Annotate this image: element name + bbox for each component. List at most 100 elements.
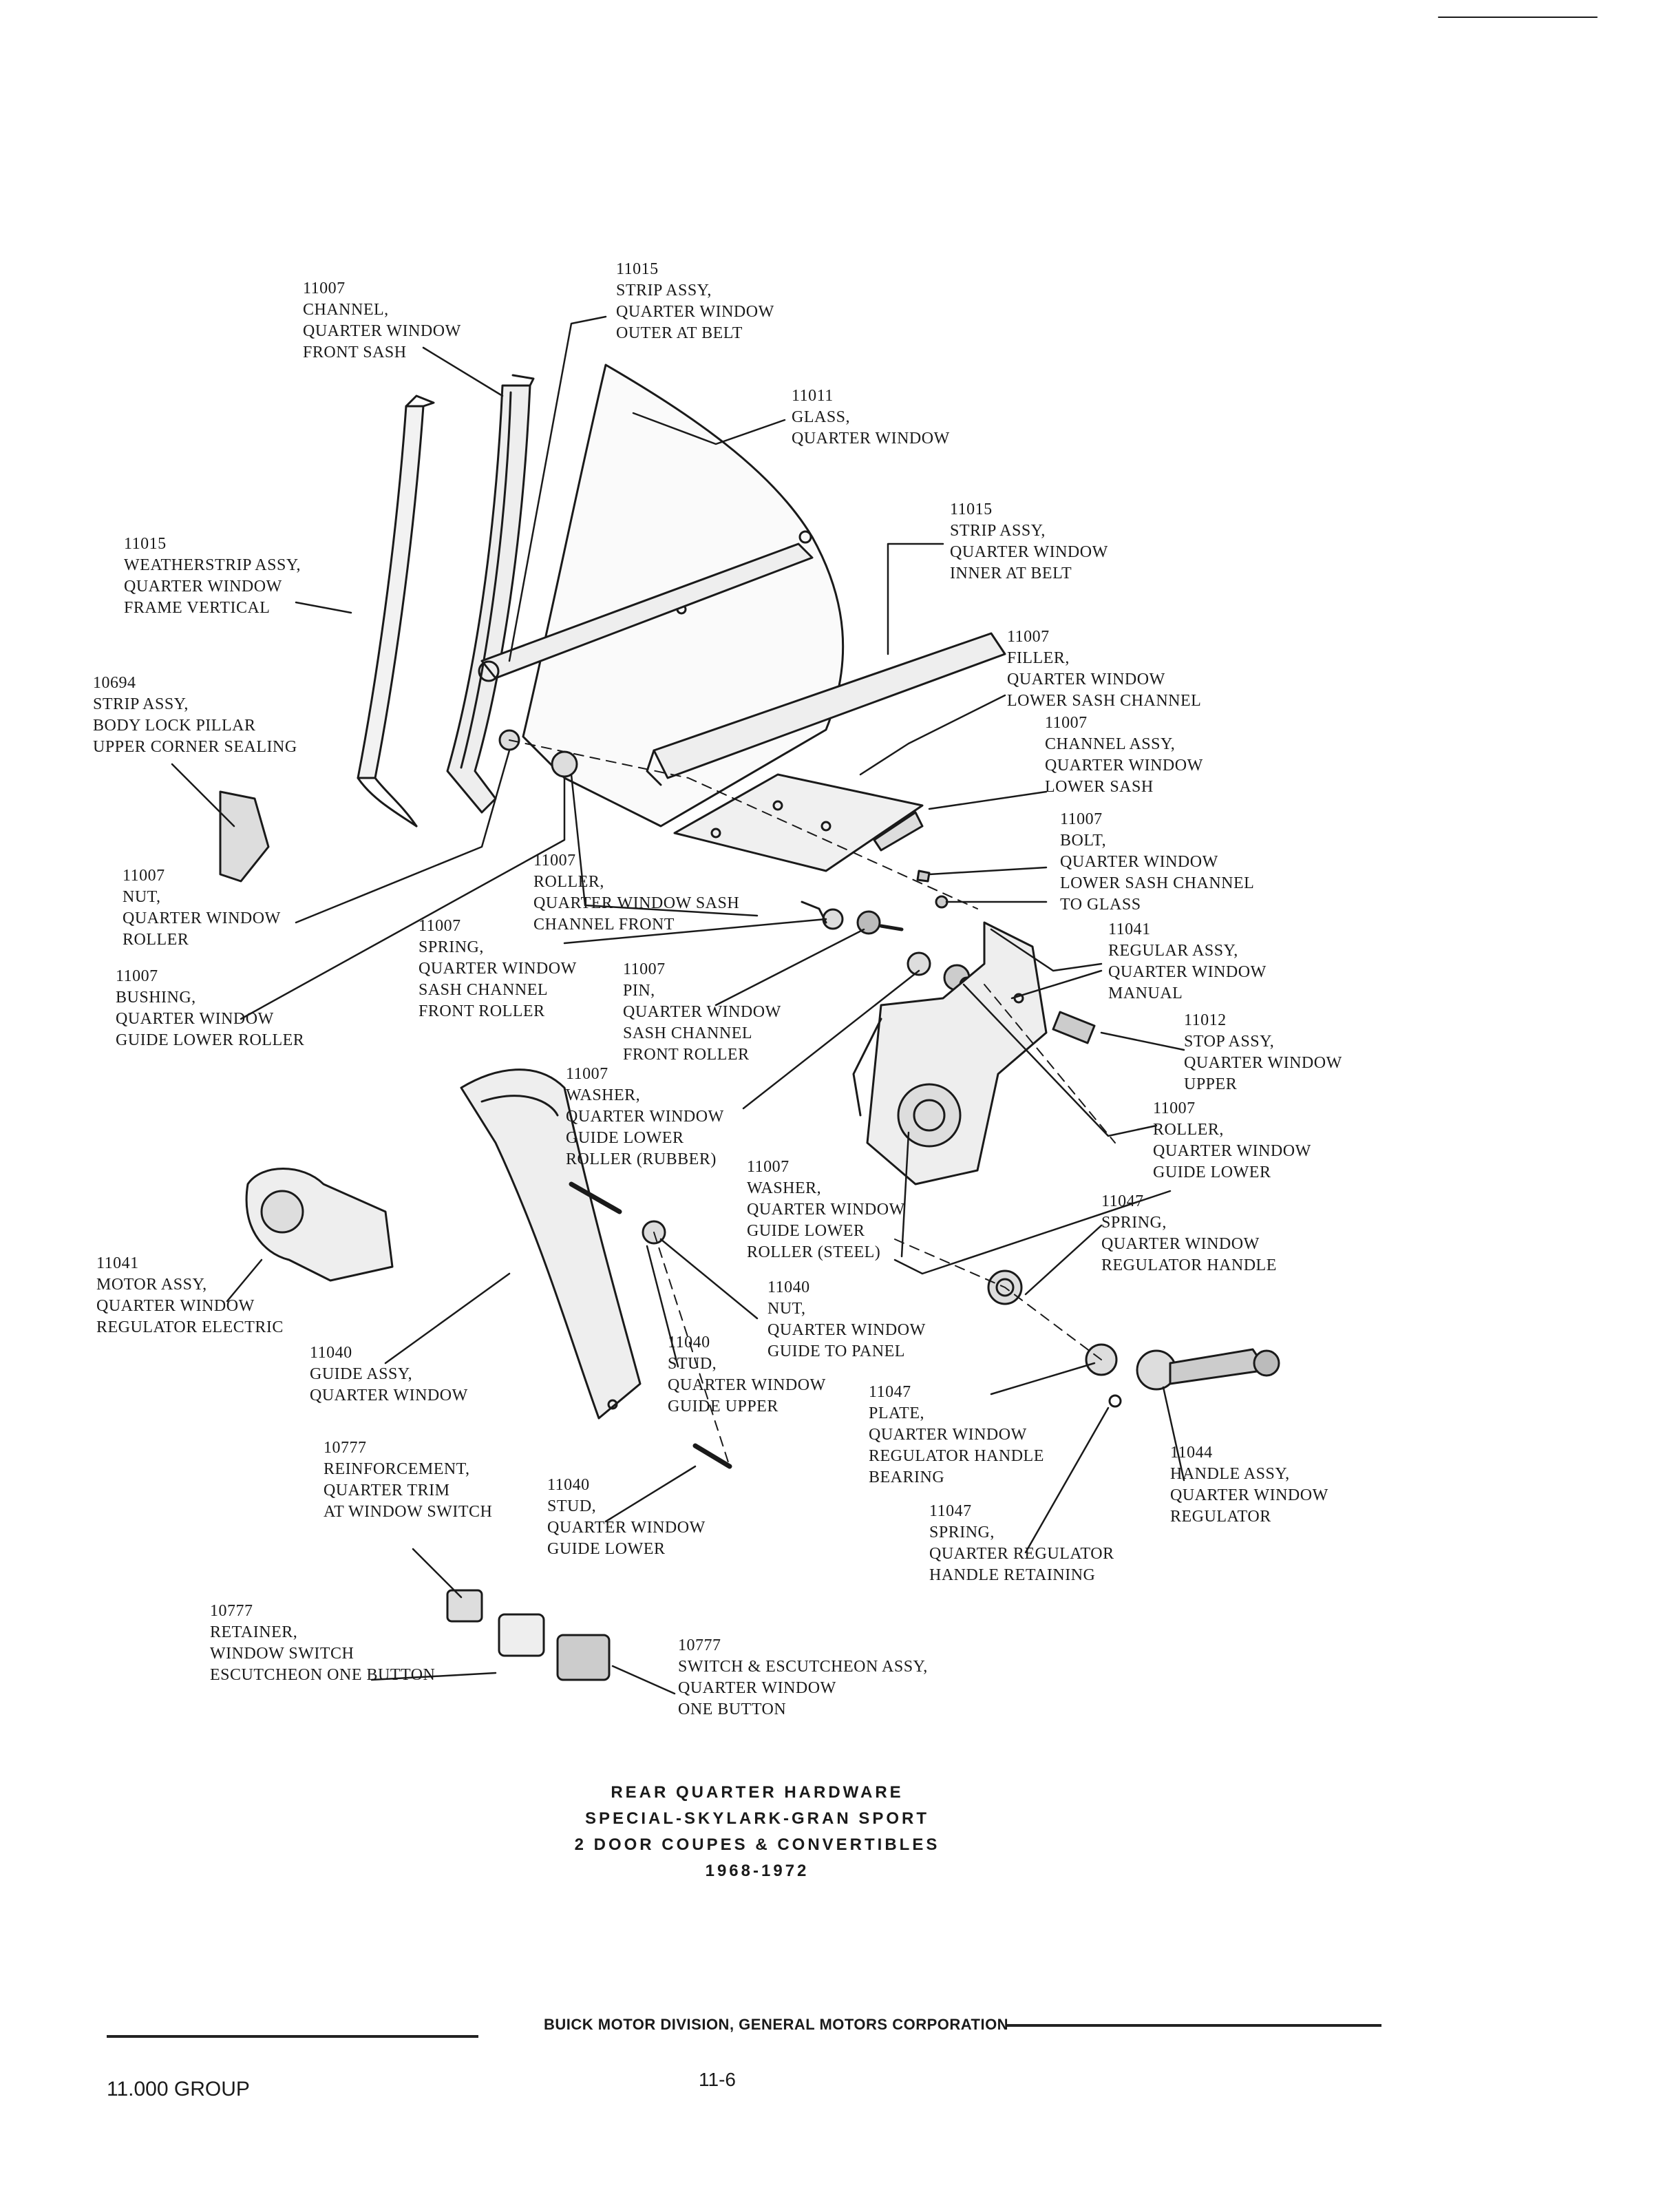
part-desc: SASH CHANNEL bbox=[419, 981, 549, 999]
part-desc: QUARTER WINDOW bbox=[419, 960, 577, 978]
part-name: BUSHING, bbox=[116, 989, 196, 1007]
part-desc: QUARTER WINDOW bbox=[124, 578, 282, 596]
part-number: 11047 bbox=[869, 1383, 911, 1401]
bushing-part bbox=[551, 750, 578, 778]
part-number: 10777 bbox=[324, 1439, 367, 1457]
part-desc: REGULATOR ELECTRIC bbox=[96, 1318, 284, 1336]
callout-pin: 11007 PIN, QUARTER WINDOW SASH CHANNEL F… bbox=[623, 959, 781, 1066]
part-name: PIN, bbox=[623, 982, 655, 1000]
part-number: 11011 bbox=[792, 387, 834, 405]
part-number: 11015 bbox=[124, 535, 167, 553]
part-desc: ROLLER bbox=[123, 931, 189, 949]
callout-lower-sash-channel: 11007 CHANNEL ASSY, QUARTER WINDOW LOWER… bbox=[1045, 713, 1203, 798]
callout-switch: 10777 SWITCH & ESCUTCHEON ASSY, QUARTER … bbox=[678, 1635, 928, 1720]
part-desc: QUARTER WINDOW bbox=[950, 543, 1108, 561]
part-desc: GUIDE LOWER bbox=[566, 1129, 684, 1147]
part-name: WASHER, bbox=[566, 1086, 641, 1104]
part-name: ROLLER, bbox=[1153, 1121, 1224, 1139]
part-number: 11007 bbox=[419, 917, 461, 935]
part-name: SPRING, bbox=[419, 938, 484, 956]
part-desc: ROLLER (RUBBER) bbox=[566, 1150, 717, 1168]
part-name: CHANNEL ASSY, bbox=[1045, 735, 1176, 753]
callout-plate: 11047 PLATE, QUARTER WINDOW REGULATOR HA… bbox=[869, 1382, 1044, 1488]
part-desc: QUARTER WINDOW bbox=[1045, 757, 1203, 775]
part-number: 11007 bbox=[116, 967, 158, 985]
part-desc: QUARTER REGULATOR bbox=[929, 1545, 1114, 1563]
part-number: 11007 bbox=[566, 1065, 608, 1083]
motor-part bbox=[245, 1168, 394, 1282]
callout-stop-upper: 11012 STOP ASSY, QUARTER WINDOW UPPER bbox=[1184, 1010, 1342, 1095]
part-number: 11007 bbox=[1045, 714, 1088, 732]
part-desc: UPPER bbox=[1184, 1075, 1238, 1093]
part-desc: GUIDE UPPER bbox=[668, 1398, 778, 1415]
part-desc: QUARTER WINDOW bbox=[678, 1679, 836, 1697]
part-desc: QUARTER WINDOW bbox=[96, 1297, 255, 1315]
part-name: PLATE, bbox=[869, 1404, 924, 1422]
part-name: SPRING, bbox=[929, 1524, 995, 1541]
part-desc: ONE BUTTON bbox=[678, 1700, 787, 1718]
part-name: GUIDE ASSY, bbox=[310, 1365, 413, 1383]
washer-rubber-part bbox=[907, 951, 931, 976]
callout-regulator: 11041 REGULAR ASSY, QUARTER WINDOW MANUA… bbox=[1108, 919, 1267, 1004]
part-desc: QUARTER WINDOW bbox=[623, 1003, 781, 1021]
callout-motor: 11041 MOTOR ASSY, QUARTER WINDOW REGULAT… bbox=[96, 1253, 284, 1338]
front-sash-channel-part bbox=[446, 374, 535, 814]
callout-roller-nut: 11007 NUT, QUARTER WINDOW ROLLER bbox=[123, 865, 281, 951]
part-desc: QUARTER WINDOW bbox=[310, 1387, 468, 1404]
part-desc: QUARTER WINDOW SASH bbox=[533, 894, 740, 912]
part-desc: REGULATOR HANDLE bbox=[869, 1447, 1044, 1465]
part-name: STUD, bbox=[547, 1497, 597, 1515]
leader-lines bbox=[171, 315, 1185, 1695]
stud-upper-part bbox=[569, 1181, 622, 1214]
caption-line-2: SPECIAL-SKYLARK-GRAN SPORT bbox=[584, 1809, 929, 1828]
inner-belt-strip-part bbox=[646, 632, 1006, 786]
part-number: 11007 bbox=[533, 852, 576, 870]
part-name: REINFORCEMENT, bbox=[324, 1460, 470, 1478]
part-desc: QUARTER WINDOW bbox=[303, 322, 461, 340]
part-name: WEATHERSTRIP ASSY, bbox=[124, 556, 301, 574]
part-desc: GUIDE LOWER bbox=[1153, 1163, 1271, 1181]
pillar-strip-part bbox=[219, 790, 270, 883]
part-desc: QUARTER WINDOW bbox=[1184, 1054, 1342, 1072]
lower-sash-channel-part bbox=[673, 773, 924, 872]
part-name: REGULAR ASSY, bbox=[1108, 942, 1238, 960]
callout-washer-steel: 11007 WASHER, QUARTER WINDOW GUIDE LOWER… bbox=[747, 1157, 905, 1263]
part-number: 11007 bbox=[303, 280, 346, 297]
reinforcement-part bbox=[446, 1589, 483, 1623]
part-desc: ROLLER (STEEL) bbox=[747, 1243, 881, 1261]
bolt-part bbox=[916, 870, 931, 883]
callout-handle: 11044 HANDLE ASSY, QUARTER WINDOW REGULA… bbox=[1170, 1442, 1328, 1528]
part-desc: INNER AT BELT bbox=[950, 565, 1072, 582]
part-number: 11041 bbox=[1108, 920, 1151, 938]
part-desc: OUTER AT BELT bbox=[616, 324, 743, 342]
part-desc: REGULATOR HANDLE bbox=[1101, 1256, 1277, 1274]
part-number: 10777 bbox=[210, 1602, 253, 1620]
part-name: STUD, bbox=[668, 1355, 717, 1373]
part-desc: QUARTER WINDOW bbox=[792, 430, 950, 447]
caption-line-4: 1968-1972 bbox=[705, 1862, 809, 1880]
part-desc: QUARTER WINDOW bbox=[668, 1376, 826, 1394]
part-name: GLASS, bbox=[792, 408, 851, 426]
part-desc: GUIDE LOWER ROLLER bbox=[116, 1031, 305, 1049]
part-number: 11041 bbox=[96, 1254, 139, 1272]
part-desc: QUARTER WINDOW bbox=[123, 909, 281, 927]
part-number: 11007 bbox=[1007, 628, 1050, 646]
handle-part bbox=[1136, 1348, 1280, 1391]
callout-washer-rubber: 11007 WASHER, QUARTER WINDOW GUIDE LOWER… bbox=[566, 1064, 724, 1170]
part-desc: FRONT ROLLER bbox=[419, 1002, 545, 1020]
part-name: NUT, bbox=[123, 888, 161, 906]
part-number: 11044 bbox=[1170, 1444, 1213, 1462]
callout-roller-guide-lower: 11007 ROLLER, QUARTER WINDOW GUIDE LOWER bbox=[1153, 1098, 1311, 1183]
callout-spring-handle: 11047 SPRING, QUARTER WINDOW REGULATOR H… bbox=[1101, 1191, 1277, 1276]
part-desc: QUARTER WINDOW bbox=[1101, 1235, 1260, 1253]
part-desc: FRONT ROLLER bbox=[623, 1046, 750, 1064]
part-desc: QUARTER WINDOW bbox=[616, 303, 774, 321]
part-desc: CHANNEL FRONT bbox=[533, 916, 675, 934]
part-name: STRIP ASSY, bbox=[616, 282, 712, 299]
footer-rule-left bbox=[107, 2035, 478, 2038]
stop-upper-part bbox=[1052, 1011, 1096, 1044]
stud-lower-part bbox=[692, 1443, 732, 1469]
part-name: STRIP ASSY, bbox=[93, 695, 189, 713]
part-name: FILLER, bbox=[1007, 649, 1070, 667]
